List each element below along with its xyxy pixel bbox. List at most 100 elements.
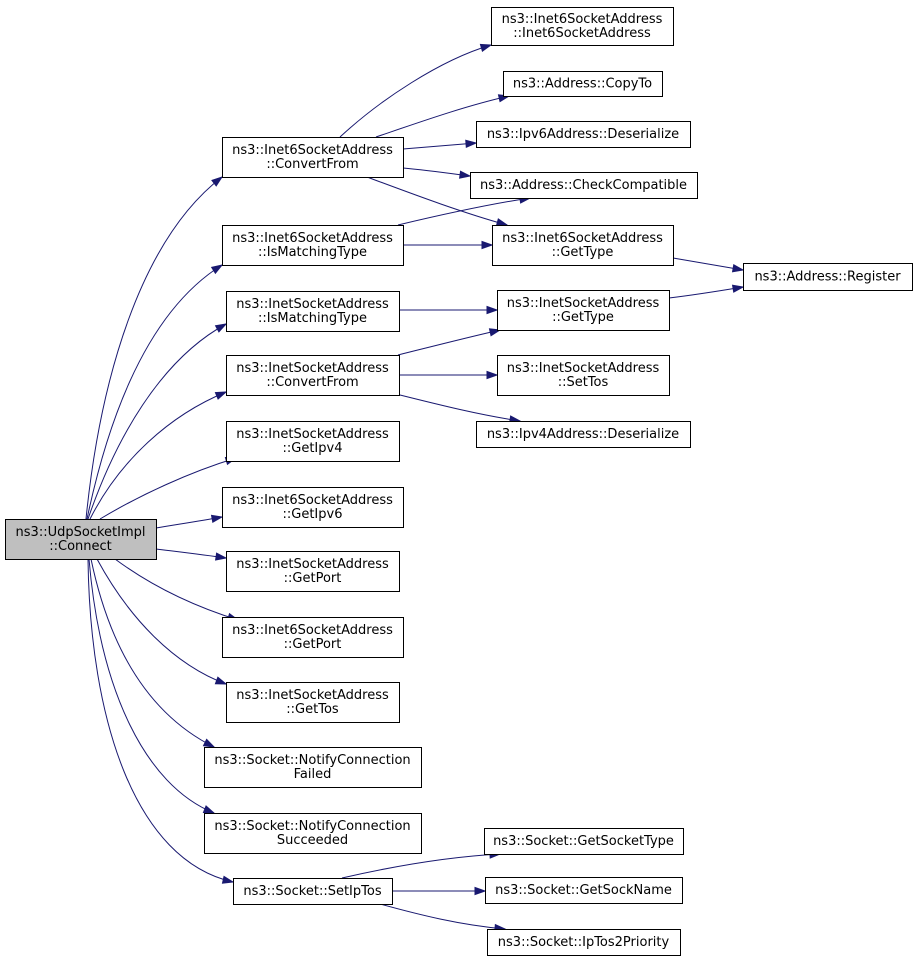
node-box bbox=[226, 682, 400, 723]
arrowhead bbox=[210, 514, 224, 524]
node-label-line: ns3::Socket::NotifyConnection bbox=[214, 753, 410, 768]
arrowhead bbox=[202, 805, 216, 814]
edge-i6_convertfrom-to-ipv6_deser bbox=[402, 139, 478, 150]
node-i6-getport[interactable]: ns3::Inet6SocketAddress::GetPort bbox=[222, 617, 404, 658]
node-box bbox=[204, 813, 422, 854]
node-i6-gettype[interactable]: ns3::Inet6SocketAddress::GetType bbox=[492, 225, 674, 266]
node-i4-gettos[interactable]: ns3::InetSocketAddress::GetTos bbox=[226, 682, 400, 723]
node-i6-getipv6[interactable]: ns3::Inet6SocketAddress::GetIpv6 bbox=[222, 487, 404, 528]
node-i6-ctor[interactable]: ns3::Inet6SocketAddress::Inet6SocketAddr… bbox=[491, 7, 674, 46]
edge-i4_ismatching-to-i4_gettype bbox=[399, 305, 499, 315]
arrowhead bbox=[481, 240, 494, 250]
node-label-line: ::GetTos bbox=[286, 702, 339, 717]
node-ipv4-deser[interactable]: ns3::Ipv4Address::Deserialize bbox=[476, 421, 691, 448]
edge-i4_convertfrom-to-ipv4_deser bbox=[399, 394, 522, 424]
node-box bbox=[5, 519, 157, 560]
arrowhead bbox=[486, 370, 499, 380]
node-label-line: ns3::InetSocketAddress bbox=[236, 427, 389, 442]
arrowhead bbox=[210, 264, 224, 275]
arrowhead bbox=[479, 43, 493, 52]
arrowhead bbox=[486, 305, 499, 315]
node-box bbox=[226, 421, 400, 462]
node-label-line: ns3::InetSocketAddress bbox=[236, 297, 389, 312]
edge-setiptos-to-sock_iptos2prio bbox=[379, 903, 507, 933]
node-i4-getport[interactable]: ns3::InetSocketAddress::GetPort bbox=[226, 551, 400, 592]
node-label-line: ::SetTos bbox=[558, 375, 609, 390]
node-sock-iptos2prio[interactable]: ns3::Socket::IpTos2Priority bbox=[487, 929, 681, 956]
node-box bbox=[476, 121, 691, 148]
arrowhead bbox=[214, 391, 228, 400]
edge-i4_gettype-to-addr_register bbox=[668, 284, 745, 299]
node-box bbox=[491, 7, 674, 46]
node-sock-gettype[interactable]: ns3::Socket::GetSocketType bbox=[484, 828, 684, 855]
edge-connect-to-i6_convertfrom bbox=[85, 176, 224, 520]
node-setiptos[interactable]: ns3::Socket::SetIpTos bbox=[233, 878, 393, 905]
edge-connect-to-i6_ismatching bbox=[86, 264, 224, 520]
edge-connect-to-i4_ismatching bbox=[87, 323, 228, 520]
node-box bbox=[222, 487, 404, 528]
edge-i6_convertfrom-to-addr_checkcompat bbox=[402, 167, 472, 179]
node-label-line: ns3::Inet6SocketAddress bbox=[232, 623, 393, 638]
node-label-line: ::Inet6SocketAddress bbox=[513, 26, 651, 41]
edge-connect-to-i4_getport bbox=[155, 548, 228, 561]
node-box bbox=[222, 225, 404, 266]
node-i4-convertfrom[interactable]: ns3::InetSocketAddress::ConvertFrom bbox=[226, 355, 400, 396]
node-label-line: ::GetType bbox=[552, 245, 614, 260]
edge-connect-to-i4_convertfrom bbox=[89, 391, 228, 520]
node-label-line: ns3::Inet6SocketAddress bbox=[232, 493, 393, 508]
node-ipv6-deser[interactable]: ns3::Ipv6Address::Deserialize bbox=[476, 121, 691, 148]
node-box bbox=[226, 291, 400, 332]
node-label-line: ns3::UdpSocketImpl bbox=[16, 525, 146, 540]
node-label-line: ::GetPort bbox=[284, 637, 342, 652]
node-box bbox=[487, 929, 681, 956]
node-label-line: ::GetIpv6 bbox=[283, 507, 343, 522]
node-i6-convertfrom[interactable]: ns3::Inet6SocketAddress::ConvertFrom bbox=[222, 137, 404, 178]
edge-i6_gettype-to-addr_register bbox=[672, 257, 745, 273]
node-i4-gettype[interactable]: ns3::InetSocketAddress::GetType bbox=[497, 290, 670, 331]
arrowhead bbox=[731, 284, 745, 293]
node-label-line: ::GetPort bbox=[284, 571, 342, 586]
node-label-line: ns3::InetSocketAddress bbox=[236, 688, 389, 703]
edge-setiptos-to-sock_gettype bbox=[341, 850, 502, 879]
node-box bbox=[222, 617, 404, 658]
arrowhead bbox=[221, 875, 235, 884]
node-box bbox=[743, 263, 913, 291]
node-addr-register[interactable]: ns3::Address::Register bbox=[743, 263, 913, 291]
node-i4-ismatching[interactable]: ns3::InetSocketAddress::IsMatchingType bbox=[226, 291, 400, 332]
edge-connect-to-i6_getipv6 bbox=[155, 514, 224, 529]
node-label-line: ns3::Socket::GetSocketType bbox=[493, 834, 674, 849]
node-label-line: ns3::InetSocketAddress bbox=[507, 296, 660, 311]
node-label-line: ns3::Inet6SocketAddress bbox=[502, 12, 663, 27]
node-label-line: ns3::Inet6SocketAddress bbox=[502, 231, 663, 246]
node-label-line: ns3::Socket::NotifyConnection bbox=[214, 819, 410, 834]
arrowhead bbox=[731, 264, 745, 273]
node-box bbox=[204, 747, 422, 788]
node-addr-copyto[interactable]: ns3::Address::CopyTo bbox=[503, 71, 663, 97]
node-label-line: ns3::Ipv6Address::Deserialize bbox=[487, 127, 679, 142]
node-label-line: ns3::Socket::SetIpTos bbox=[243, 884, 381, 899]
node-box bbox=[222, 137, 404, 178]
edge-setiptos-to-sock_getname bbox=[391, 886, 487, 896]
edge-connect-to-setiptos bbox=[87, 558, 235, 884]
node-i6-ismatching[interactable]: ns3::Inet6SocketAddress::IsMatchingType bbox=[222, 225, 404, 266]
edge-connect-to-i6_getport bbox=[114, 558, 240, 621]
node-box bbox=[503, 71, 663, 97]
node-sock-getname[interactable]: ns3::Socket::GetSockName bbox=[485, 877, 683, 904]
node-label-line: ns3::Address::CopyTo bbox=[513, 77, 652, 92]
arrowhead bbox=[459, 170, 472, 179]
node-addr-checkcompat[interactable]: ns3::Address::CheckCompatible bbox=[470, 172, 698, 199]
node-label-line: ns3::Address::Register bbox=[754, 270, 901, 285]
node-label-line: ::ConvertFrom bbox=[266, 157, 358, 172]
node-connect[interactable]: ns3::UdpSocketImpl::Connect bbox=[5, 519, 157, 560]
node-i4-settos[interactable]: ns3::InetSocketAddress::SetTos bbox=[497, 355, 670, 396]
edge-connect-to-i4_gettos bbox=[96, 558, 228, 685]
node-label-line: ns3::Address::CheckCompatible bbox=[480, 178, 687, 193]
node-box bbox=[226, 355, 400, 396]
node-box bbox=[497, 290, 670, 331]
node-label-line: Succeeded bbox=[277, 833, 348, 848]
node-i4-getipv4[interactable]: ns3::InetSocketAddress::GetIpv4 bbox=[226, 421, 400, 462]
node-label-line: ::ConvertFrom bbox=[266, 375, 358, 390]
